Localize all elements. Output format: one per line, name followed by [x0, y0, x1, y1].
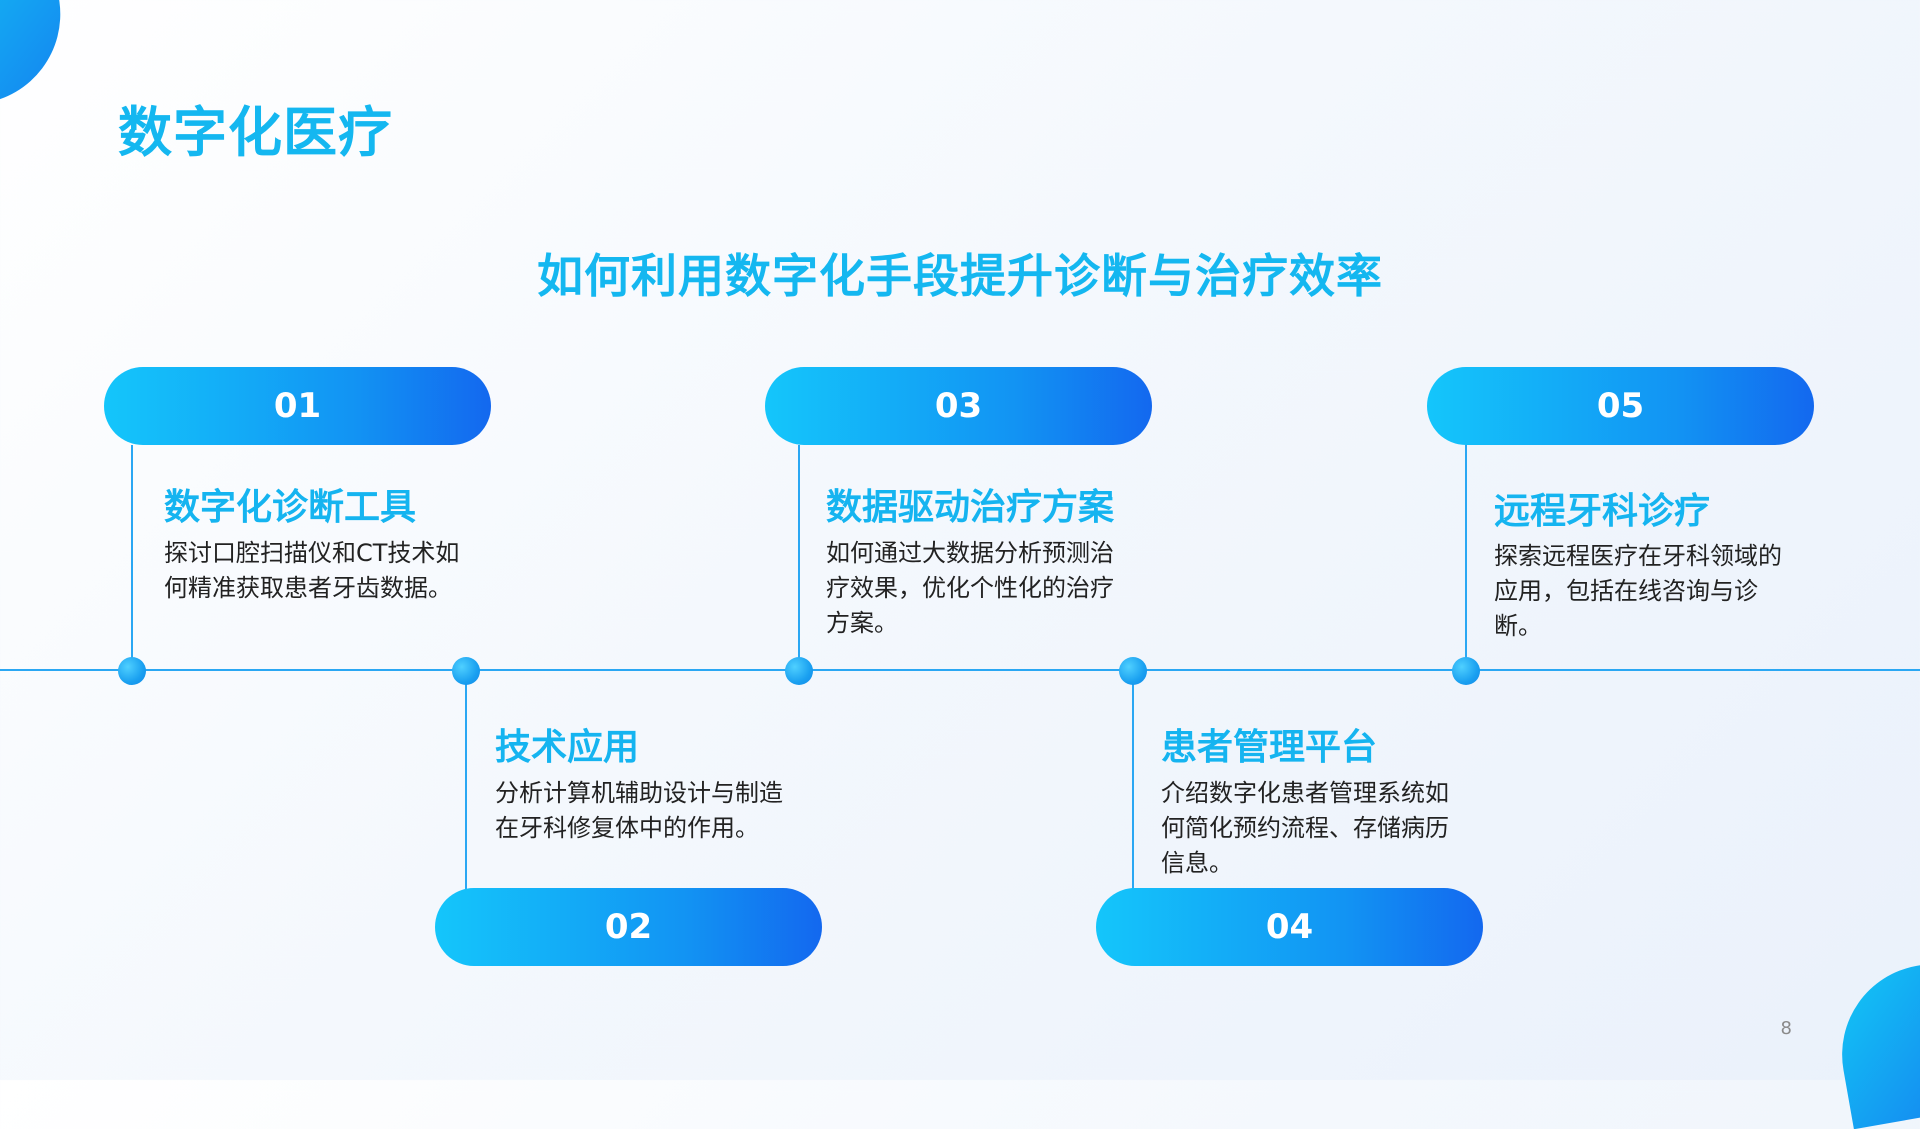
- page-number: 8: [1780, 1018, 1792, 1039]
- step-5-dot: [1452, 657, 1480, 685]
- corner-decoration-top-left: [0, 0, 72, 108]
- step-5-title: 远程牙科诊疗: [1494, 491, 1711, 532]
- step-3-connector: [798, 445, 800, 671]
- step-2-dot: [452, 657, 480, 685]
- step-1-dot: [118, 657, 146, 685]
- step-2-connector: [465, 669, 467, 897]
- step-3-description: 如何通过大数据分析预测治疗效果，优化个性化的治疗方案。: [826, 539, 1114, 637]
- step-1-badge: 01: [104, 367, 491, 445]
- step-4-connector: [1132, 669, 1134, 897]
- corner-decoration-bottom-right: [1827, 960, 1920, 1129]
- step-2-description: 分析计算机辅助设计与制造在牙科修复体中的作用。: [495, 779, 783, 842]
- step-3-badge: 03: [765, 367, 1152, 445]
- step-2-title: 技术应用: [495, 727, 640, 768]
- step-1-connector: [131, 445, 133, 671]
- slide-subtitle: 如何利用数字化手段提升诊断与治疗效率: [537, 249, 1383, 303]
- step-4-description: 介绍数字化患者管理系统如何简化预约流程、存储病历信息。: [1161, 779, 1449, 877]
- step-5-description: 探索远程医疗在牙科领域的应用，包括在线咨询与诊断。: [1494, 542, 1782, 640]
- timeline-line: [0, 669, 1920, 671]
- step-1-description: 探讨口腔扫描仪和CT技术如何精准获取患者牙齿数据。: [164, 539, 460, 602]
- step-3-dot: [785, 657, 813, 685]
- step-5-badge: 05: [1427, 367, 1814, 445]
- step-2-badge: 02: [435, 888, 822, 966]
- step-1-title: 数字化诊断工具: [164, 487, 417, 528]
- page-title: 数字化医疗: [118, 101, 393, 164]
- step-4-dot: [1119, 657, 1147, 685]
- step-3-title: 数据驱动治疗方案: [826, 487, 1115, 528]
- step-4-badge: 04: [1096, 888, 1483, 966]
- step-4-title: 患者管理平台: [1161, 727, 1378, 768]
- step-5-connector: [1465, 445, 1467, 671]
